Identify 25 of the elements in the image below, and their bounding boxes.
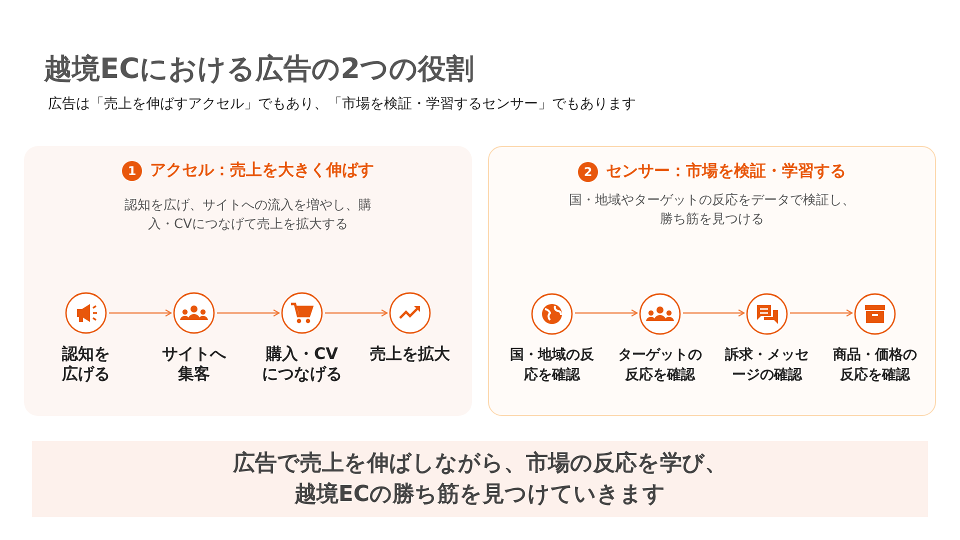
panel-heading: アクセル：売上を大きく伸ばす [150, 160, 374, 181]
arrow [217, 309, 280, 317]
panel-card [488, 146, 936, 416]
step-label: 国・地域の反応を確認 [509, 346, 595, 385]
arrow [109, 309, 172, 317]
number-badge: 2 [578, 162, 598, 182]
step-label: 売上を拡大 [369, 344, 451, 364]
arrow [575, 309, 638, 317]
step-label: サイトへ集客 [161, 344, 227, 384]
message-banner: 広告で売上を伸ばしながら、市場の反応を学び、越境ECの勝ち筋を見つけていきます [32, 441, 928, 517]
arrow [683, 309, 745, 317]
step-label: 認知を広げる [60, 344, 111, 384]
step-label: ターゲットの反応を確認 [617, 346, 703, 385]
number-badge: 1 [122, 160, 142, 180]
panel-heading: センサー：市場を検証・学習する [606, 161, 846, 182]
panel-card [24, 146, 472, 416]
step-label: 訴求・メッセージの確認 [724, 346, 810, 385]
title: 越境ECにおける広告の2つの役割 [44, 51, 474, 87]
arrow [790, 309, 853, 317]
description: 認知を広げ、サイトへの流入を増やし、購入・CVにつなげて売上を拡大する [124, 196, 372, 234]
subtitle: 広告は「売上を伸ばすアクセル」でもあり、「市場を検証・学習するセンサー」でもあります [48, 95, 636, 113]
description: 国・地域やターゲットの反応をデータで検証し、勝ち筋を見つける [568, 192, 856, 229]
step-label: 商品・価格の反応を確認 [832, 346, 918, 385]
step-label: 購入・CVにつなげる [261, 344, 343, 384]
arrow [325, 309, 388, 317]
